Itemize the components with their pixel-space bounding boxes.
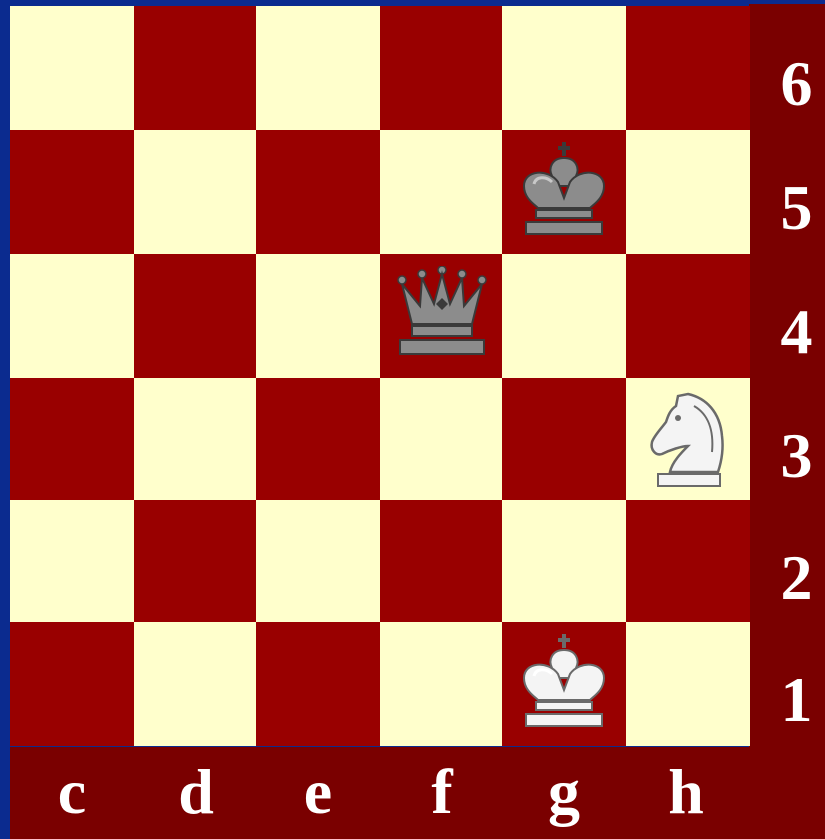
square-f4[interactable] [380, 254, 504, 378]
file-label-c: c [10, 757, 134, 827]
square-h6[interactable] [626, 6, 750, 130]
square-d3[interactable] [134, 378, 258, 502]
square-e3[interactable] [256, 378, 380, 502]
square-g2[interactable] [502, 500, 626, 624]
file-label-e: e [256, 757, 380, 827]
square-c4[interactable] [10, 254, 134, 378]
square-e6[interactable] [256, 6, 380, 130]
file-label-h: h [624, 757, 748, 827]
file-label-f: f [380, 757, 504, 827]
rank-label-2: 2 [768, 546, 825, 610]
square-d6[interactable] [134, 6, 258, 130]
square-h4[interactable] [626, 254, 750, 378]
square-h2[interactable] [626, 500, 750, 624]
black-king-icon[interactable] [518, 142, 610, 242]
square-h1[interactable] [626, 622, 750, 746]
square-g4[interactable] [502, 254, 626, 378]
rank-label-3: 3 [768, 424, 825, 488]
square-d1[interactable] [134, 622, 258, 746]
square-e2[interactable] [256, 500, 380, 624]
square-d4[interactable] [134, 254, 258, 378]
rank-label-6: 6 [768, 52, 825, 116]
rank-label-5: 5 [768, 176, 825, 240]
square-f6[interactable] [380, 6, 504, 130]
square-c5[interactable] [10, 130, 134, 254]
square-f5[interactable] [380, 130, 504, 254]
chessboard [10, 6, 749, 747]
square-c2[interactable] [10, 500, 134, 624]
square-g6[interactable] [502, 6, 626, 130]
square-e5[interactable] [256, 130, 380, 254]
rank-label-1: 1 [768, 668, 825, 732]
square-c3[interactable] [10, 378, 134, 502]
square-g5[interactable] [502, 130, 626, 254]
square-f1[interactable] [380, 622, 504, 746]
square-h3[interactable] [626, 378, 750, 502]
white-king-icon[interactable] [518, 634, 610, 734]
square-f2[interactable] [380, 500, 504, 624]
square-g3[interactable] [502, 378, 626, 502]
square-h5[interactable] [626, 130, 750, 254]
square-e4[interactable] [256, 254, 380, 378]
square-d2[interactable] [134, 500, 258, 624]
white-knight-icon[interactable] [648, 390, 728, 490]
black-queen-icon[interactable] [396, 266, 488, 366]
square-g1[interactable] [502, 622, 626, 746]
file-label-g: g [502, 757, 626, 827]
square-c6[interactable] [10, 6, 134, 130]
square-f3[interactable] [380, 378, 504, 502]
square-e1[interactable] [256, 622, 380, 746]
square-d5[interactable] [134, 130, 258, 254]
rank-label-4: 4 [768, 300, 825, 364]
file-label-d: d [134, 757, 258, 827]
square-c1[interactable] [10, 622, 134, 746]
